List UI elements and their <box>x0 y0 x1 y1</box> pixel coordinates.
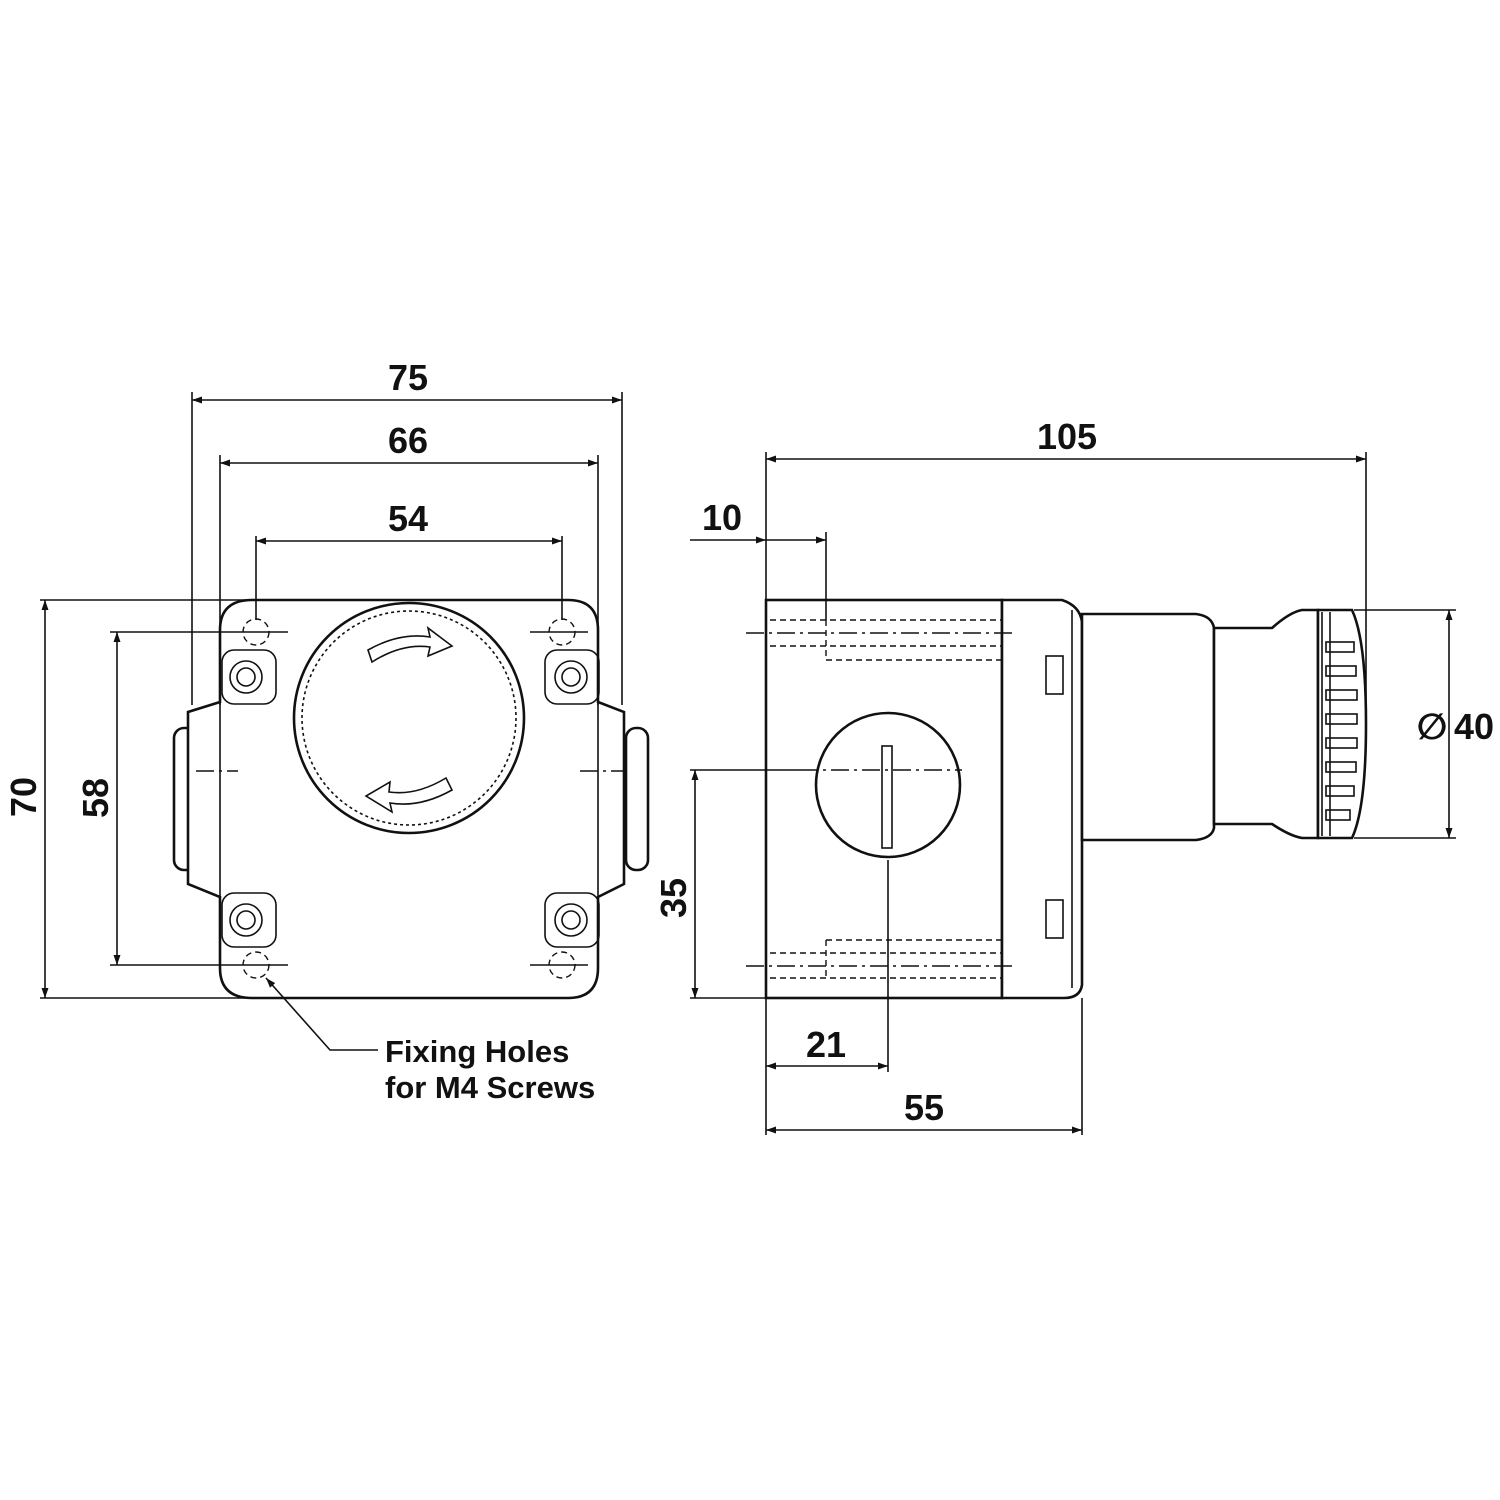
dim-text-10: 10 <box>702 497 742 538</box>
screw-bottom-left-icon <box>221 892 277 948</box>
side-view: 105 10 ∅ 40 35 21 55 <box>653 416 1494 1135</box>
mushroom-grip-ribs <box>1321 612 1358 836</box>
dim-text-35: 35 <box>653 878 694 918</box>
lid-clip-top-icon <box>1045 655 1064 695</box>
rotate-arrow-top-icon <box>367 626 454 664</box>
cable-entry-slot <box>881 745 893 849</box>
diameter-symbol-icon: ∅ <box>1417 706 1448 747</box>
extension-lines-front <box>40 392 623 999</box>
side-housing-lid <box>1000 598 1084 1000</box>
right-gland-icon <box>624 726 650 872</box>
rotate-arrow-bottom-icon <box>364 776 454 814</box>
dim-text-70: 70 <box>3 777 44 817</box>
fixing-holes-note-line1: Fixing Holes <box>385 1034 569 1069</box>
screw-top-right-icon <box>544 649 600 705</box>
screw-bottom-right-icon <box>544 892 600 948</box>
front-view: 75 66 54 70 58 Fixing Holes for M4 Screw… <box>3 357 650 1105</box>
dim-text-105: 105 <box>1037 416 1097 457</box>
dim-text-54: 54 <box>388 498 428 539</box>
hidden-screw-hole-bottom <box>770 939 1002 979</box>
hidden-screw-hole-top <box>770 619 1002 661</box>
dim-text-21: 21 <box>806 1024 846 1065</box>
screw-top-left-icon <box>221 649 277 705</box>
button-collar <box>1080 612 1216 842</box>
cable-entry-icon <box>814 711 962 859</box>
dim-text-55: 55 <box>904 1087 944 1128</box>
dim-text-66: 66 <box>388 420 428 461</box>
mushroom-head-icon <box>292 601 526 835</box>
dim-text-40: 40 <box>1454 706 1494 747</box>
button-stem <box>1212 608 1320 840</box>
dim-text-75: 75 <box>388 357 428 398</box>
housing-inner-edges <box>219 702 599 897</box>
lid-clip-bottom-icon <box>1045 899 1064 939</box>
dim-text-58: 58 <box>75 778 116 818</box>
fixing-holes-leader <box>265 977 378 1051</box>
fixing-holes-note-line2: for M4 Screws <box>385 1070 595 1105</box>
